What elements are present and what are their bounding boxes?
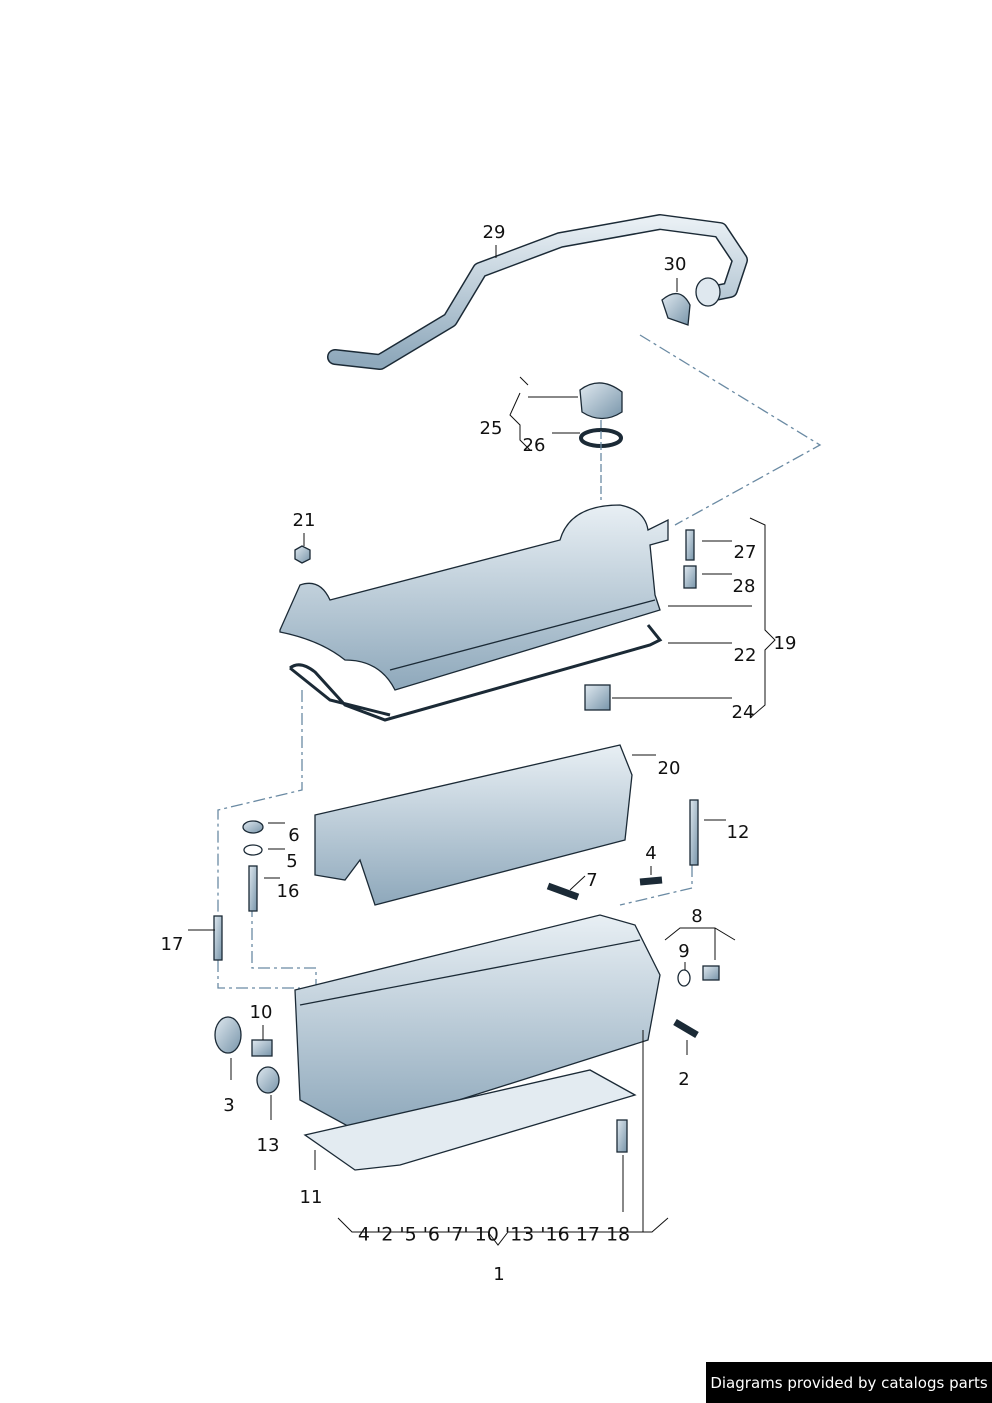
callout-2: 2 (678, 1069, 690, 1090)
assembly-contents-row: 4 '2 '5 '6 '7' 10 '13 '16 17 18 (357, 1223, 631, 1246)
callout-28: 28 (732, 576, 756, 597)
oil-filler-cap (579, 382, 623, 420)
callout-25: 25 (479, 418, 503, 439)
callout-17: 17 (160, 934, 184, 955)
callout-19: 19 (773, 633, 797, 654)
cylinder-head (294, 914, 661, 1131)
callout-22: 22 (733, 645, 757, 666)
callout-29: 29 (482, 222, 506, 243)
callout-1: 1 (493, 1264, 505, 1285)
cylinder-head-cover (279, 504, 669, 691)
callout-21: 21 (292, 510, 316, 531)
callout-24: 24 (731, 702, 755, 723)
callout-6: 6 (288, 825, 300, 846)
footer-credit: Diagrams provided by catalogs parts (706, 1362, 992, 1403)
callout-4: 4 (645, 843, 657, 864)
callout-5: 5 (286, 851, 298, 872)
callout-7: 7 (586, 870, 598, 891)
callout-30: 30 (663, 254, 687, 275)
callout-20: 20 (657, 758, 681, 779)
baffle-plate (314, 744, 633, 906)
callout-8: 8 (691, 906, 703, 927)
assembly-dash-lines (217, 334, 822, 989)
cylinder-head-gasket (303, 1069, 637, 1171)
callout-13: 13 (256, 1135, 280, 1156)
callout-16: 16 (276, 881, 300, 902)
callout-26: 26 (522, 435, 546, 456)
callout-9: 9 (678, 941, 690, 962)
hose-clamp (661, 293, 691, 326)
cover-gasket (289, 624, 663, 722)
callout-27: 27 (733, 542, 757, 563)
callout-11: 11 (299, 1187, 323, 1208)
callout-12: 12 (726, 822, 750, 843)
nut (294, 545, 311, 564)
callout-10: 10 (249, 1002, 273, 1023)
callout-3: 3 (223, 1095, 235, 1116)
